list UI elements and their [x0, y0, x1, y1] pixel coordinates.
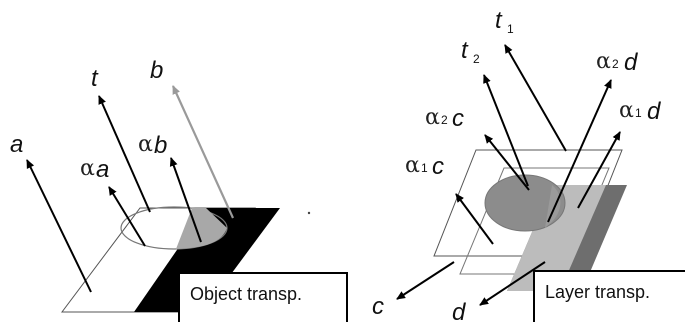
arrow-t1 — [504, 44, 567, 152]
black-plane — [134, 208, 280, 312]
arrow-alpha2-d — [547, 79, 612, 223]
arrow-a — [26, 159, 92, 293]
label-a2d-alpha: α — [596, 49, 611, 74]
label-a2c-sub: 2 — [441, 113, 448, 127]
arrow-alpha1-c — [455, 193, 494, 245]
layer-ellipse-overlap — [545, 185, 561, 228]
label-a1d-sub: 1 — [635, 106, 642, 120]
label-t2-sub: 2 — [473, 52, 480, 66]
label-a2d-var: d — [624, 49, 638, 76]
layer-transp-caption: Layer transp. — [533, 270, 685, 322]
object-transparency-panel: a t b α a α b — [10, 57, 280, 313]
label-a1c-var: c — [432, 153, 444, 180]
arrow-alpha1-d — [577, 131, 621, 209]
label-c: c — [372, 293, 384, 320]
label-alpha-b-var: b — [154, 132, 167, 159]
arrow-c — [396, 261, 455, 300]
arrow-alpha-a — [108, 186, 146, 247]
layer-transparency-panel: t 1 t 2 α 2 c α 1 c α 2 d α 1 d c d — [372, 7, 661, 322]
label-t1-sub: 1 — [507, 22, 514, 36]
label-alpha-a-alpha: α — [80, 156, 95, 181]
label-t1: t — [495, 7, 503, 34]
label-a2c-var: c — [452, 105, 464, 132]
object-transp-caption: Object transp. — [178, 272, 348, 322]
ellipse-overlap-region — [176, 208, 227, 249]
arrow-t — [98, 95, 151, 213]
label-a1d-var: d — [647, 98, 661, 125]
label-a: a — [10, 131, 23, 158]
label-a2c-alpha: α — [425, 105, 440, 130]
layer-ellipse — [484, 174, 566, 232]
label-alpha-b-alpha: α — [138, 132, 153, 157]
label-a2d-sub: 2 — [612, 57, 619, 71]
arrow-alpha2-c — [484, 134, 530, 191]
stray-dot — [307, 211, 311, 215]
arrow-t2 — [483, 74, 529, 187]
arrow-alpha-b — [169, 157, 202, 243]
label-a1c-sub: 1 — [421, 161, 428, 175]
light-layer — [507, 185, 606, 291]
arrow-d — [479, 261, 546, 306]
label-a1d-alpha: α — [619, 98, 634, 123]
label-alpha-a-var: a — [96, 156, 109, 183]
label-t2: t — [461, 37, 469, 64]
label-b: b — [150, 57, 163, 84]
label-a1c-alpha: α — [405, 153, 420, 178]
label-t: t — [91, 65, 99, 92]
arrow-b — [171, 85, 235, 219]
label-d: d — [452, 299, 466, 322]
